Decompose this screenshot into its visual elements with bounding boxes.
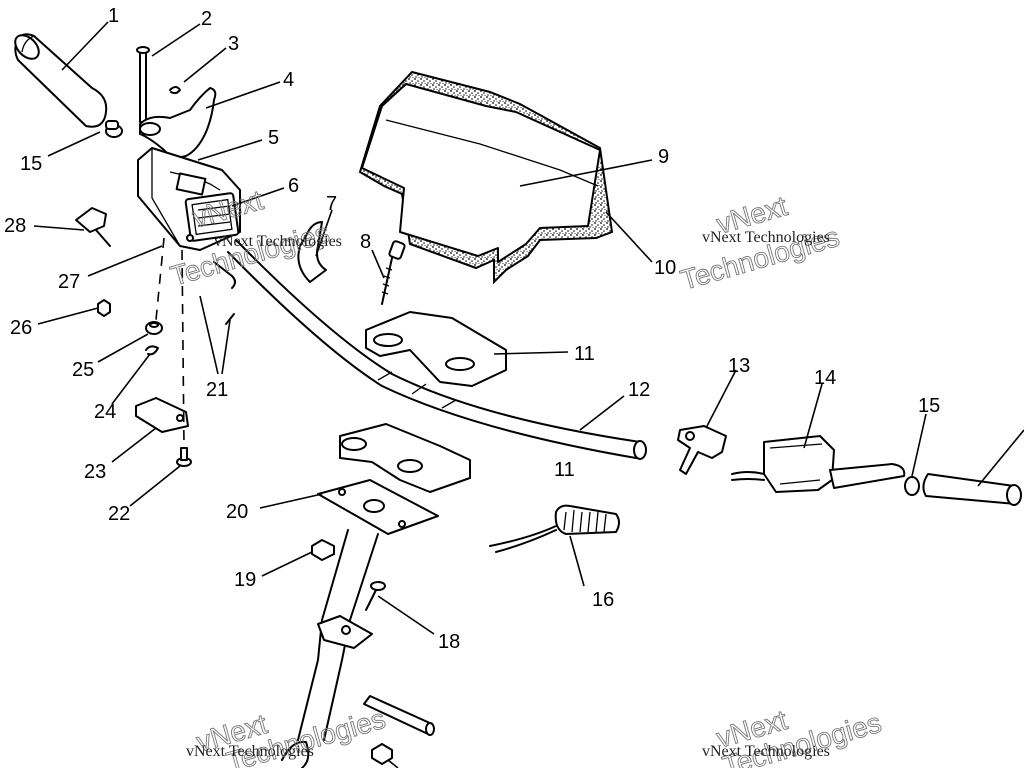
steering-column (281, 529, 379, 768)
callout-3: 3 (228, 33, 239, 55)
retaining-clip (169, 86, 181, 95)
right-end-plug (904, 476, 920, 496)
callout-5: 5 (268, 127, 279, 149)
callout-11-lower: 11 (554, 459, 575, 481)
callout-10: 10 (654, 257, 676, 279)
callout-2: 2 (201, 8, 212, 30)
kill-switch (75, 207, 111, 247)
callout-11-upper: 11 (574, 343, 595, 365)
throttle-lever (139, 87, 217, 159)
callout-22: 22 (108, 503, 130, 525)
callout-1: 1 (108, 5, 119, 27)
alignment-lines (155, 237, 185, 447)
pivot-pin (136, 46, 150, 123)
watermark-text: vNext Technologies (702, 229, 830, 246)
grip-heater (489, 504, 620, 553)
upper-clamp-cap (365, 311, 507, 387)
mounting-plate (317, 479, 439, 535)
left-end-plug (105, 120, 123, 138)
callout-21: 21 (206, 379, 228, 401)
callout-23: 23 (84, 461, 106, 483)
callout-7: 7 (326, 193, 337, 215)
callout-19: 19 (234, 569, 256, 591)
callout-24: 24 (94, 401, 116, 423)
master-cylinder (731, 435, 906, 493)
column-screw (365, 581, 386, 611)
callout-18: 18 (438, 631, 460, 653)
callout-8: 8 (360, 231, 371, 253)
watermark-text: vNext Technologies (702, 743, 830, 760)
left-grip (14, 33, 108, 128)
callout-15-right: 15 (918, 395, 940, 417)
callout-28: 28 (4, 215, 26, 237)
callout-labels: 1 2 3 4 5 6 7 8 9 10 11 11 12 13 14 15 1… (4, 5, 940, 653)
callout-4: 4 (283, 69, 294, 91)
left-hardware (97, 261, 236, 467)
callout-12: 12 (628, 379, 650, 401)
callout-16: 16 (592, 589, 614, 611)
watermark-text: vNext Technologies (214, 233, 342, 250)
lower-clamp-base (339, 423, 471, 493)
callout-14: 14 (814, 367, 836, 389)
throttle-housing (137, 147, 241, 251)
callout-15-left: 15 (20, 153, 42, 175)
callout-13: 13 (728, 355, 750, 377)
callout-27: 27 (58, 271, 80, 293)
headlight-pod (358, 70, 614, 285)
callout-25: 25 (72, 359, 94, 381)
clamp-bolt (381, 240, 406, 305)
watermark-text: vNext Technologies (186, 743, 314, 760)
handlebar (227, 239, 647, 460)
callout-20: 20 (226, 501, 248, 523)
column-nut (311, 539, 335, 561)
right-grip (922, 473, 1022, 506)
callout-9: 9 (658, 146, 669, 168)
lower-pin (363, 695, 435, 765)
callout-26: 26 (10, 317, 32, 339)
callout-6: 6 (288, 175, 299, 197)
leader-lines (33, 21, 1024, 768)
clamp-ring (297, 221, 327, 283)
brake-lever-bracket (677, 425, 727, 475)
